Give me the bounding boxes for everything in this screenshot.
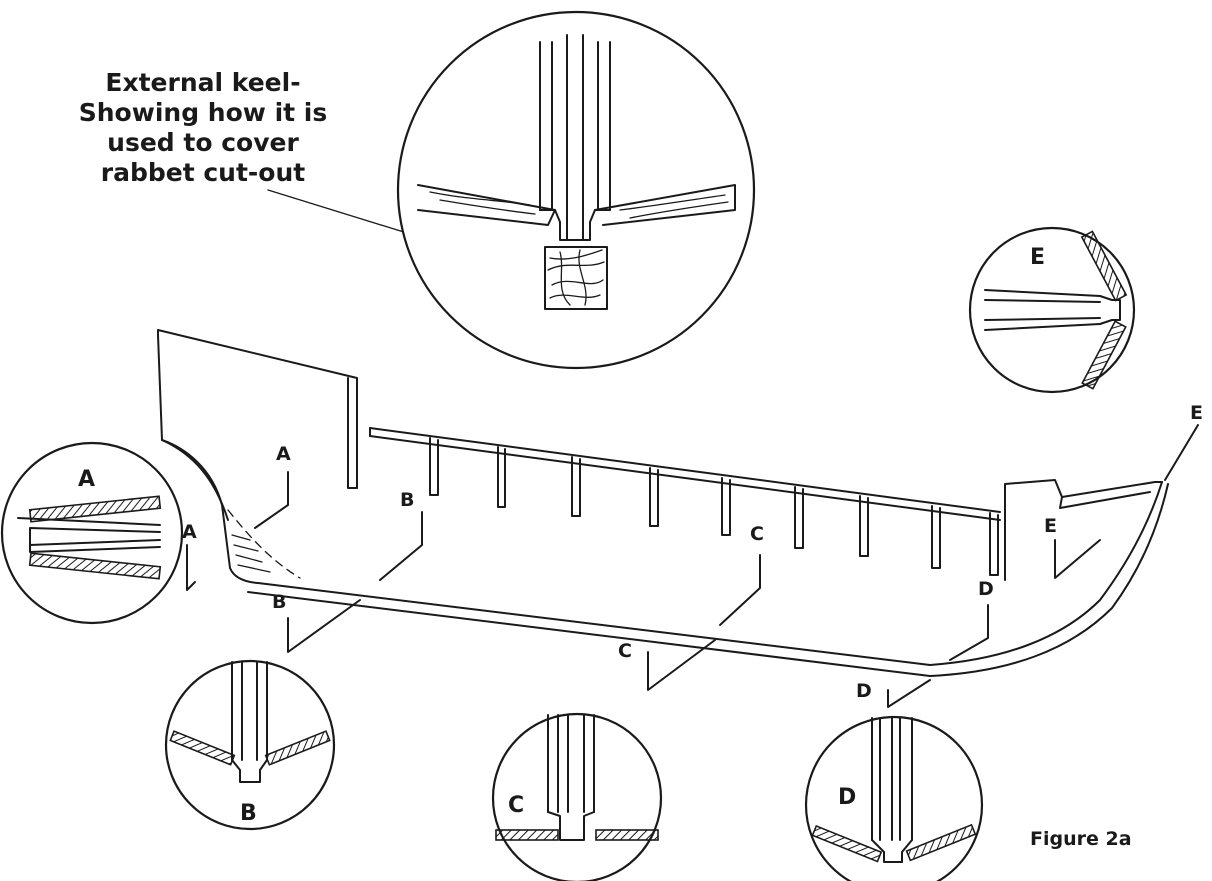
label-e-upper: E	[1190, 402, 1203, 424]
label-c-lower: C	[618, 640, 632, 662]
keelson-face	[369, 435, 1001, 521]
label-a-upper: A	[276, 443, 291, 465]
label-d-lower: D	[856, 680, 872, 702]
section-lines	[186, 424, 1199, 708]
stern-post-edge	[347, 377, 358, 489]
label-d-upper: D	[978, 578, 994, 600]
keel-bottom-edge	[247, 591, 931, 677]
label-a-lower: A	[182, 521, 197, 543]
circle-d-label: D	[838, 785, 856, 810]
label-b-lower: B	[272, 591, 286, 613]
callout-line-1: External keel-	[105, 68, 301, 97]
callout-line-2: Showing how it is	[78, 98, 328, 127]
detail-circle-c: C	[491, 712, 663, 881]
circle-a-label: A	[78, 467, 95, 492]
label-e-lower: E	[1044, 515, 1057, 537]
detail-circle-e: E	[968, 226, 1136, 394]
detail-circle-d: D	[804, 715, 984, 881]
label-c-upper: C	[750, 523, 764, 545]
stem-outer	[929, 483, 1169, 677]
keelson-top	[369, 427, 1001, 513]
callout-line-4: rabbet cut-out	[100, 158, 306, 187]
detail-circle-a: A	[0, 441, 184, 625]
label-b-upper: B	[400, 489, 414, 511]
backbone-assembly	[157, 329, 1169, 677]
section-letter-marks: A A B B C C D D E E	[182, 402, 1203, 702]
figure-caption: Figure 2a	[1030, 828, 1132, 850]
circle-e-label: E	[1030, 245, 1045, 270]
circle-c-label: C	[508, 793, 524, 818]
deadwood-curve	[161, 439, 229, 521]
stern-post-top	[157, 329, 358, 489]
frame-posts	[429, 437, 999, 576]
callout-line-3: used to cover	[107, 128, 299, 157]
stern-knee-hatching	[227, 509, 301, 579]
detail-circle-keel	[396, 10, 756, 370]
circle-b-label: B	[240, 801, 257, 826]
external-keel-callout: External keel- Showing how it is used to…	[18, 68, 388, 188]
keel-top-edge	[257, 582, 931, 666]
detail-circle-b: B	[164, 659, 336, 831]
stem-inner	[929, 481, 1163, 666]
